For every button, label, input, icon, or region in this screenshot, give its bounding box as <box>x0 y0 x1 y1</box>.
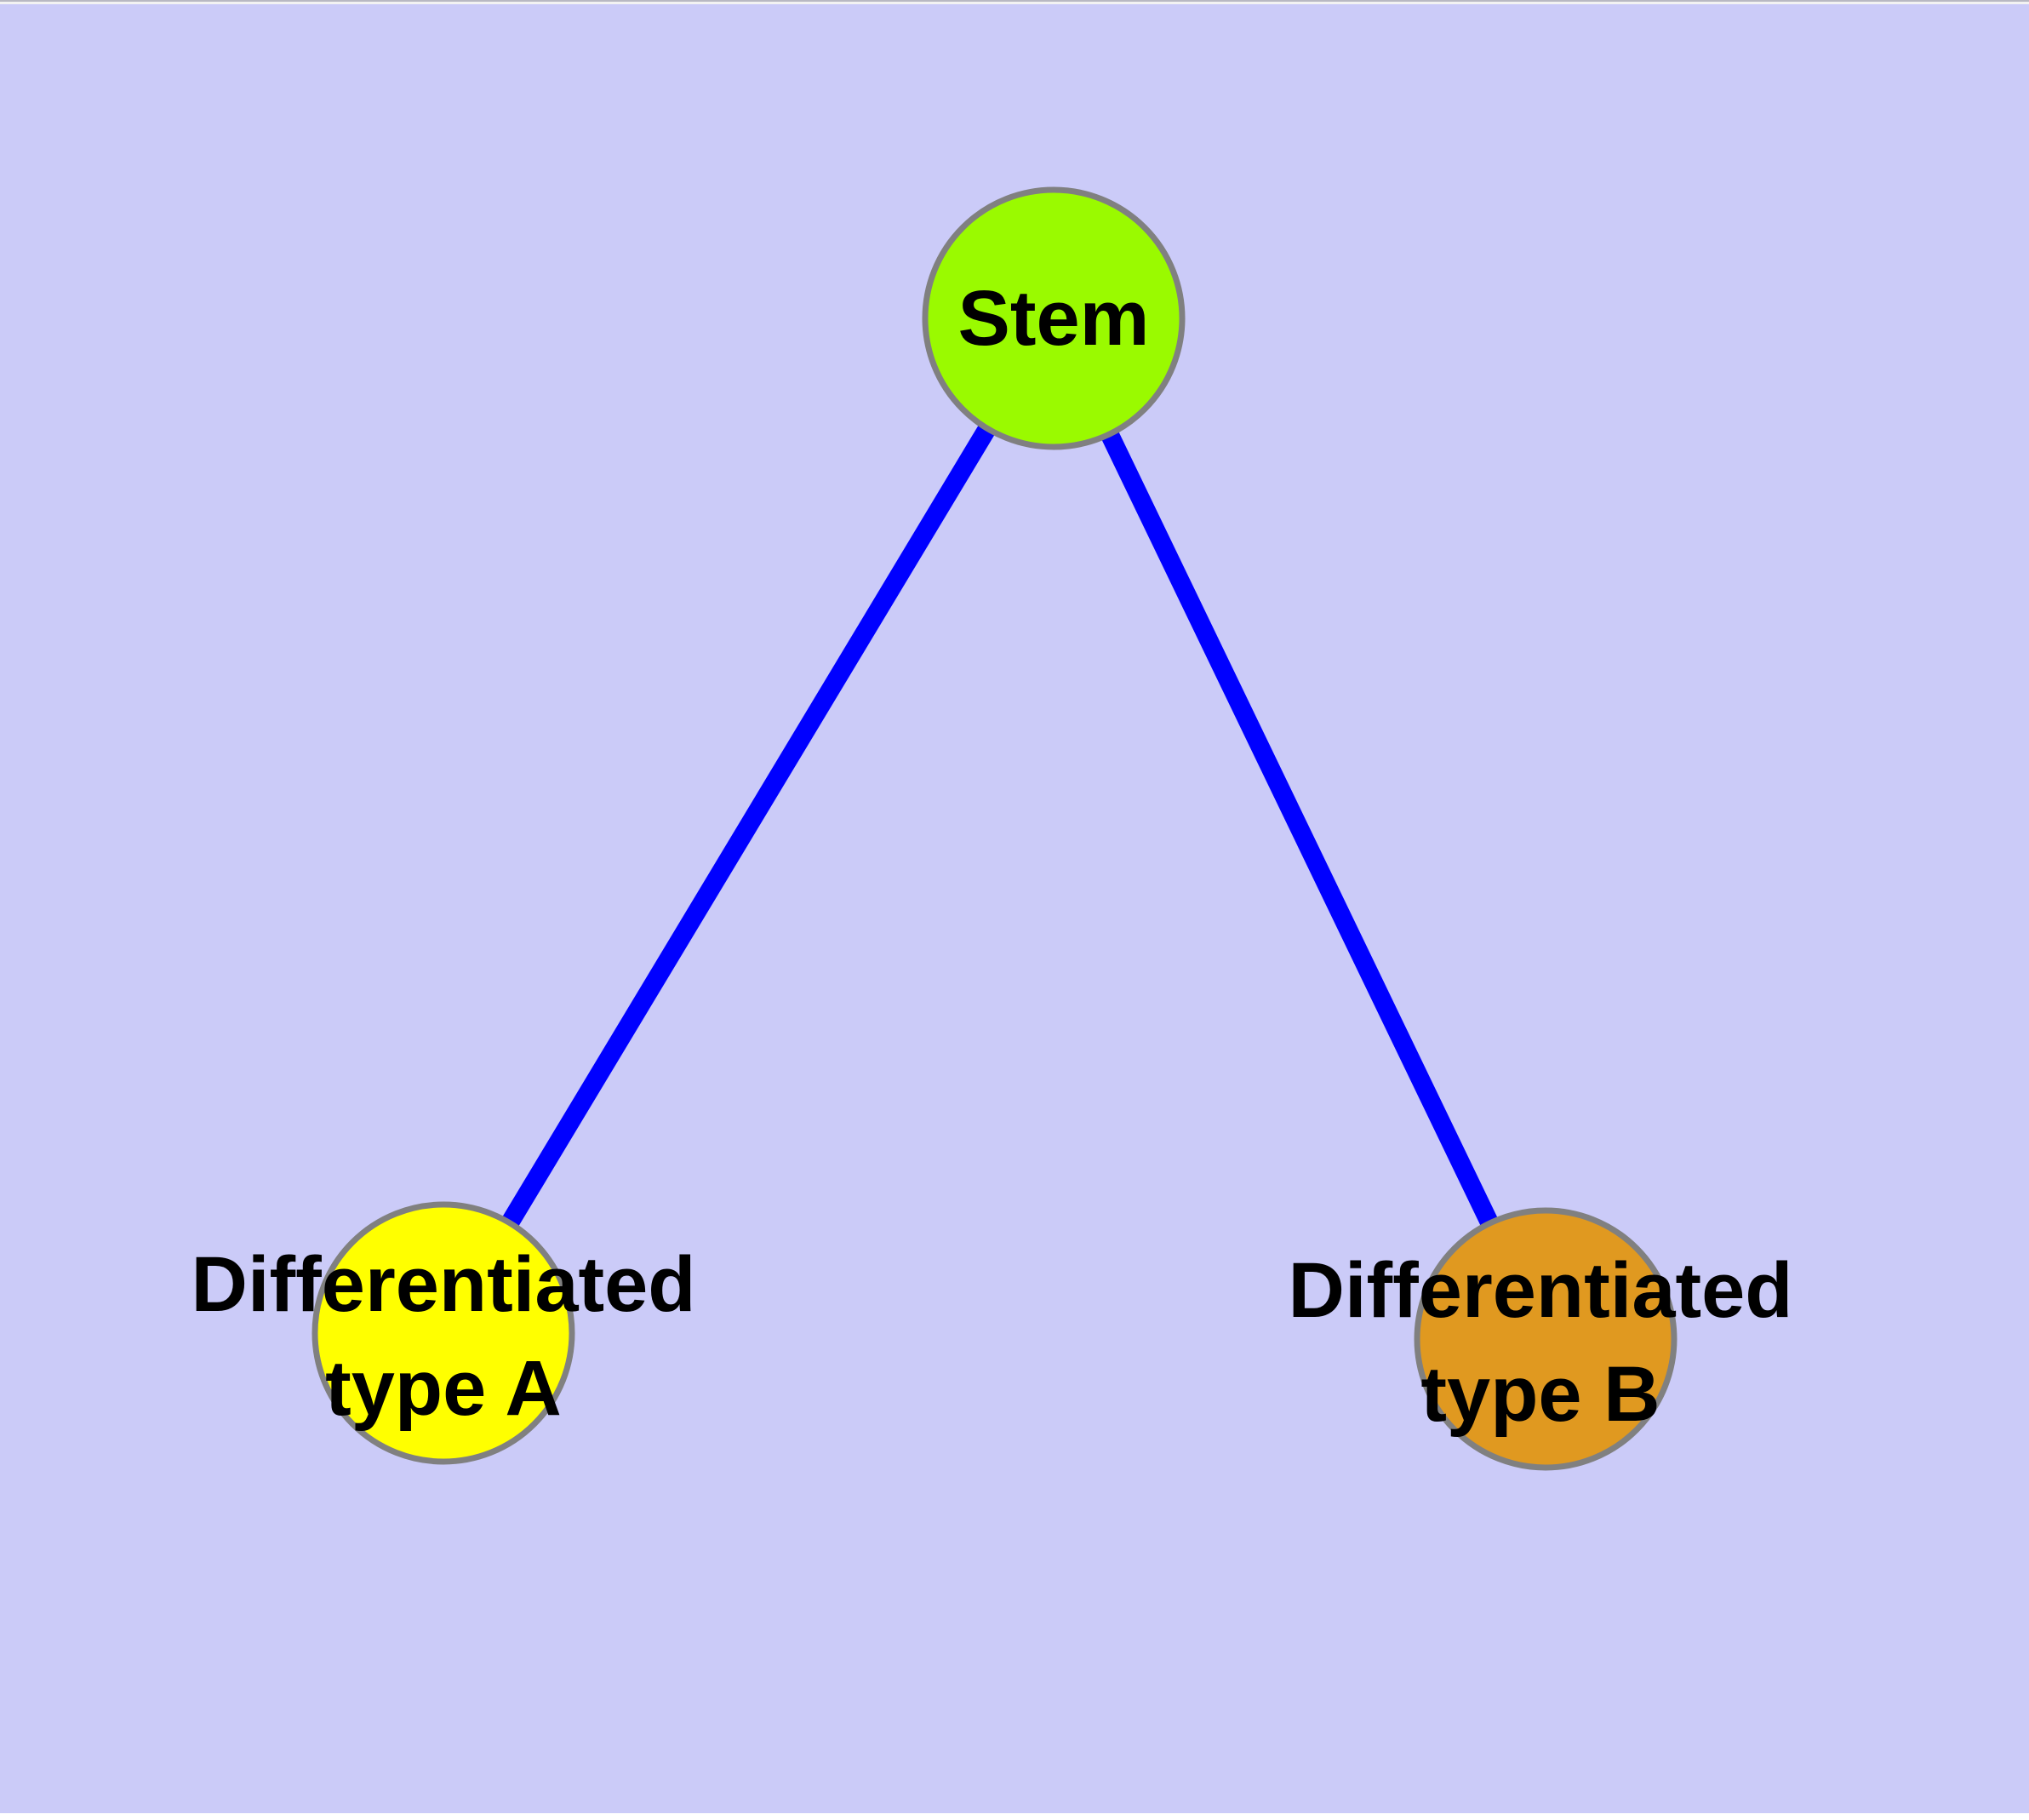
edge-stem-to-type-b <box>1045 314 1554 1343</box>
node-stem <box>922 186 1186 450</box>
edge-stem-to-type-a <box>435 313 1062 1338</box>
node-type-b <box>1414 1207 1677 1471</box>
window-top-edge-strip <box>0 2 2029 4</box>
window-bottom-edge-strip <box>0 1813 2029 1820</box>
node-type-a <box>311 1201 575 1465</box>
window-top-edge-line <box>0 0 2029 2</box>
